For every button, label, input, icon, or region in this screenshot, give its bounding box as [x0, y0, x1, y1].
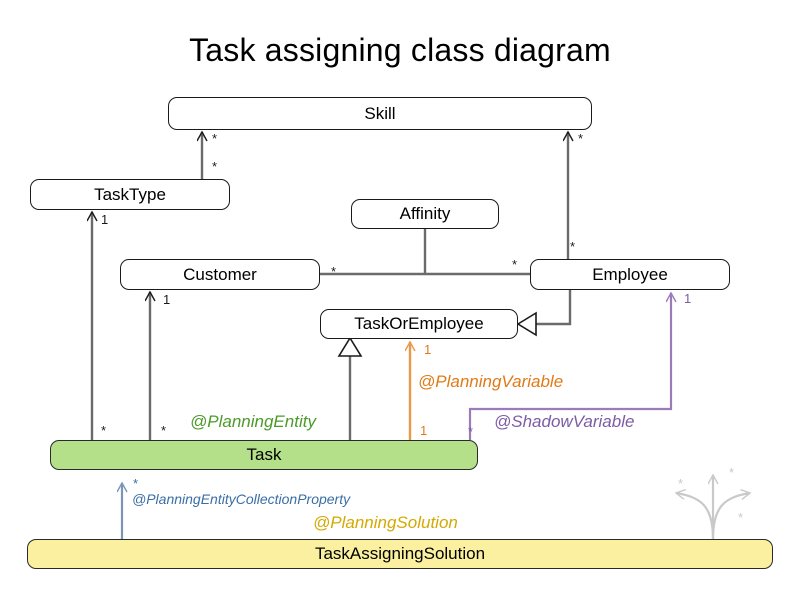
class-name-tasktype: TaskType — [94, 184, 166, 204]
multiplicity-tasktype-task: 1 — [101, 212, 109, 227]
multiplicity-solution-task-star: * — [133, 476, 139, 491]
page-title: Task assigning class diagram — [189, 32, 611, 68]
class-name-taskassigningsolution: TaskAssigningSolution — [314, 544, 486, 563]
class-name-taskoremployee: TaskOrEmployee — [354, 314, 484, 333]
annotation-planning-entity: @PlanningEntity — [190, 412, 316, 431]
annotation-shadow-variable: @ShadowVariable — [494, 412, 635, 431]
multiplicity-skill-tasktype-top: * — [212, 131, 218, 146]
annotation-planning-entity-collection-property: @PlanningEntityCollectionProperty — [132, 491, 351, 507]
class-box-skill[interactable]: Skill — [168, 97, 592, 130]
class-box-taskoremployee[interactable]: TaskOrEmployee — [320, 309, 518, 339]
edge-solution-fan — [676, 475, 750, 540]
class-name-task: Task — [246, 445, 282, 464]
multiplicity-employee-shadow-one: 1 — [684, 291, 692, 306]
multiplicity-skill-employee-lower: * — [570, 239, 576, 254]
edge-customer-affinity-employee — [320, 229, 530, 276]
class-box-affinity[interactable]: Affinity — [351, 199, 499, 229]
multiplicity-skill-employee-top: * — [578, 131, 584, 146]
class-box-tasktype[interactable]: TaskType — [30, 179, 230, 210]
class-box-customer[interactable]: Customer — [120, 259, 320, 290]
class-name-customer: Customer — [183, 264, 257, 284]
multiplicity-taskoremployee-top-one: 1 — [424, 342, 432, 357]
class-box-task[interactable]: Task — [50, 440, 478, 470]
multiplicity-task-shadow-star: * — [468, 424, 474, 439]
edge-task-to-taskoremployee — [337, 336, 363, 440]
class-box-employee[interactable]: Employee — [530, 259, 730, 290]
class-name-affinity: Affinity — [399, 204, 451, 223]
multiplicity-solution-fan-left: * — [678, 476, 684, 491]
class-name-employee: Employee — [592, 264, 668, 284]
multiplicity-customer-task: 1 — [163, 292, 171, 307]
edge-employee-to-taskoremployee — [516, 290, 572, 337]
class-box-taskassigningsolution[interactable]: TaskAssigningSolution — [27, 539, 773, 569]
multiplicity-customer-affinity: * — [331, 264, 337, 279]
annotation-planning-variable: @PlanningVariable — [418, 372, 564, 391]
multiplicity-solution-fan-right: * — [738, 510, 744, 525]
multiplicity-solution-fan-up: * — [729, 465, 735, 480]
annotation-planning-solution: @PlanningSolution — [313, 513, 458, 532]
multiplicity-task-tasktype-star: * — [101, 423, 107, 438]
class-name-skill: Skill — [364, 103, 396, 123]
multiplicity-task-customer-star: * — [161, 423, 167, 438]
multiplicity-employee-affinity: * — [512, 257, 518, 272]
edge-task-shadowvariable — [468, 293, 671, 440]
multiplicity-task-planningvariable-one: 1 — [420, 423, 428, 438]
multiplicity-skill-tasktype-lower: * — [212, 159, 218, 174]
